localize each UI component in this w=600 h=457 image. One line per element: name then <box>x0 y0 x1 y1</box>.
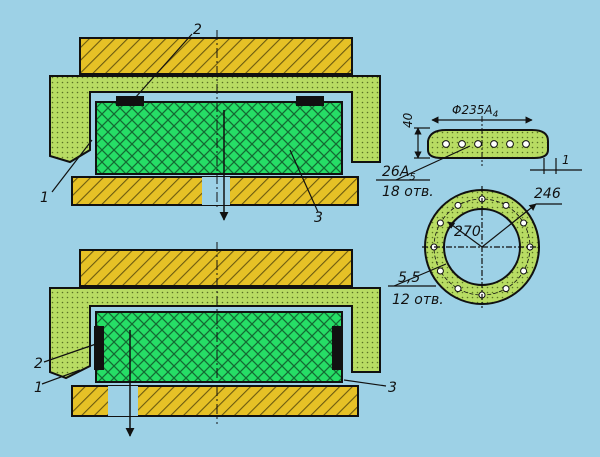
ring-hole <box>502 285 510 293</box>
bottom-leader-2 <box>43 343 97 363</box>
bottom-outlet-channel <box>108 386 138 416</box>
ring-hole <box>520 267 528 275</box>
top-label-2: 2 <box>193 22 202 38</box>
bottom-seal-right <box>332 326 342 370</box>
holes-big-label: 18 отв. <box>382 184 434 200</box>
insert-section-holes <box>442 140 530 148</box>
holes-small-label: 12 отв. <box>392 292 444 308</box>
top-rubber-block <box>95 101 343 175</box>
ring-hole <box>520 219 528 227</box>
hole-dia-leader <box>393 263 447 287</box>
bottom-clamp-housing <box>49 287 381 380</box>
height-dim-label: 40 <box>401 112 415 128</box>
bore-dim-label: 26A5 <box>382 164 416 183</box>
top-seal-right <box>296 96 324 106</box>
top-clamp-housing <box>49 75 381 164</box>
diameter-dim-label: Φ235A4 <box>452 103 499 120</box>
bottom-upper-plate <box>79 249 353 287</box>
hole-dia-label: 5,5 <box>398 270 420 286</box>
bottom-leader-3 <box>343 379 387 387</box>
ring-hole <box>436 219 444 227</box>
top-seal-left <box>116 96 144 106</box>
top-assembly: 2 1 3 <box>40 22 381 226</box>
insert-section-view: 40 Φ235A4 26A5 18 отв. 1 <box>376 103 582 200</box>
top-upper-plate <box>79 37 353 75</box>
outer-dim-line <box>481 203 537 248</box>
bottom-rubber-block <box>95 311 343 383</box>
top-insert-cavity <box>92 93 350 103</box>
ring-plan-view: 246 270 5,5 12 отв. <box>388 186 562 308</box>
ring-hole <box>436 267 444 275</box>
bottom-label-2: 2 <box>34 356 43 372</box>
bottom-assembly: 2 1 3 <box>34 242 397 437</box>
bottom-seal-left <box>94 326 104 370</box>
bottom-leader-1 <box>41 369 81 385</box>
ring-hole <box>454 285 462 293</box>
bottom-label-1: 1 <box>34 380 43 396</box>
inner-dim-label: 270 <box>454 224 481 240</box>
bore-leader <box>395 145 471 181</box>
top-leader-3 <box>289 149 319 213</box>
top-label-1: 1 <box>40 190 49 206</box>
clearance-label: 1 <box>562 153 570 167</box>
ring-hole <box>502 201 510 209</box>
top-outlet-channel <box>202 177 230 205</box>
ring-hole <box>454 201 462 209</box>
outer-dim-label: 246 <box>534 186 561 202</box>
bottom-label-3: 3 <box>388 380 397 396</box>
top-leader-2 <box>134 33 193 99</box>
top-leader-1 <box>51 139 93 193</box>
inner-dim-line <box>447 221 483 248</box>
top-label-3: 3 <box>314 210 323 226</box>
